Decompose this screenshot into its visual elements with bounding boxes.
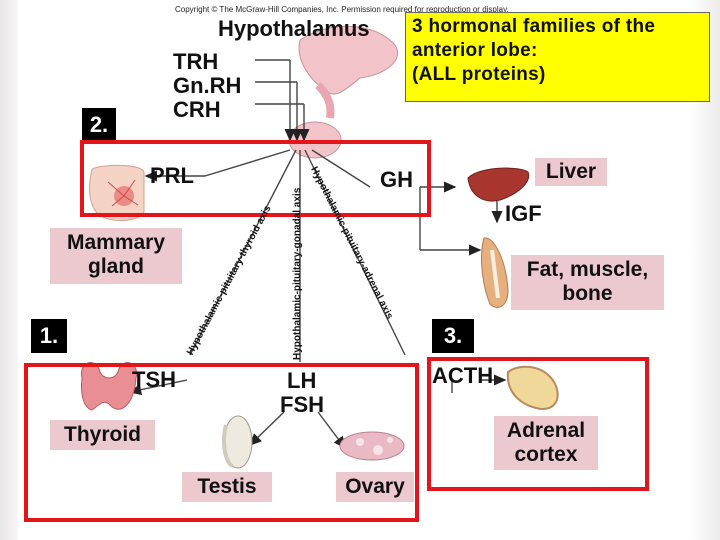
group-label-3: 3. bbox=[432, 319, 474, 353]
gonadal-axis-label: Hypothalamic-pituitary-gonadal axis bbox=[292, 187, 303, 360]
fat-line-1: Fat, muscle, bbox=[526, 258, 649, 281]
callout-line-1: 3 hormonal families of the bbox=[412, 16, 656, 37]
adrenal-cortex-box: Adrenal cortex bbox=[494, 416, 598, 470]
testis-illustration bbox=[222, 415, 253, 469]
ovary-illustration bbox=[339, 431, 405, 461]
group-label-2: 2. bbox=[82, 108, 116, 140]
lh-label: LH bbox=[287, 368, 317, 393]
trh-label: TRH bbox=[173, 49, 219, 74]
group-1-highlight bbox=[24, 363, 419, 522]
crh-label: CRH bbox=[173, 97, 221, 122]
prl-label: PRL bbox=[150, 163, 194, 188]
left-decoration bbox=[0, 0, 18, 540]
callout-line-3: (ALL proteins) bbox=[412, 64, 546, 85]
group-2-highlight bbox=[80, 140, 431, 217]
copyright-notice: Copyright © The McGraw-Hill Companies, I… bbox=[175, 5, 509, 14]
igf-label: IGF bbox=[505, 201, 542, 226]
fat-muscle-bone-illustration bbox=[481, 237, 509, 308]
mammary-gland-box: Mammary gland bbox=[50, 228, 182, 284]
mammary-line-2: gland bbox=[88, 255, 144, 278]
fat-muscle-bone-box: Fat, muscle, bone bbox=[511, 255, 664, 310]
adrenal-line-2: cortex bbox=[514, 443, 578, 466]
group-label-1: 1. bbox=[31, 319, 67, 353]
fat-line-2: bone bbox=[562, 282, 613, 305]
fsh-label: FSH bbox=[280, 392, 324, 417]
hypothalamus-title: Hypothalamus bbox=[218, 16, 370, 41]
adrenal-illustration bbox=[506, 365, 559, 410]
gh-label: GH bbox=[380, 167, 413, 192]
tsh-label: TSH bbox=[132, 367, 176, 392]
group-3-highlight bbox=[427, 357, 649, 491]
liver-box: Liver bbox=[535, 158, 607, 186]
breast-illustration bbox=[89, 164, 145, 221]
yellow-callout: 3 hormonal families of the anterior lobe… bbox=[405, 12, 710, 102]
thyroid-illustration bbox=[80, 362, 138, 411]
callout-line-2: anterior lobe: bbox=[412, 40, 538, 61]
testis-box: Testis bbox=[182, 472, 272, 502]
gnrh-label: Gn.RH bbox=[173, 73, 242, 98]
hypothalamus-pituitary-illustration bbox=[288, 25, 398, 159]
adrenal-line-1: Adrenal bbox=[506, 419, 586, 442]
thyroid-box: Thyroid bbox=[50, 420, 155, 450]
mammary-line-1: Mammary bbox=[66, 231, 166, 254]
liver-illustration bbox=[467, 167, 530, 202]
ovary-box: Ovary bbox=[336, 472, 414, 502]
acth-label: ACTH bbox=[432, 363, 494, 388]
